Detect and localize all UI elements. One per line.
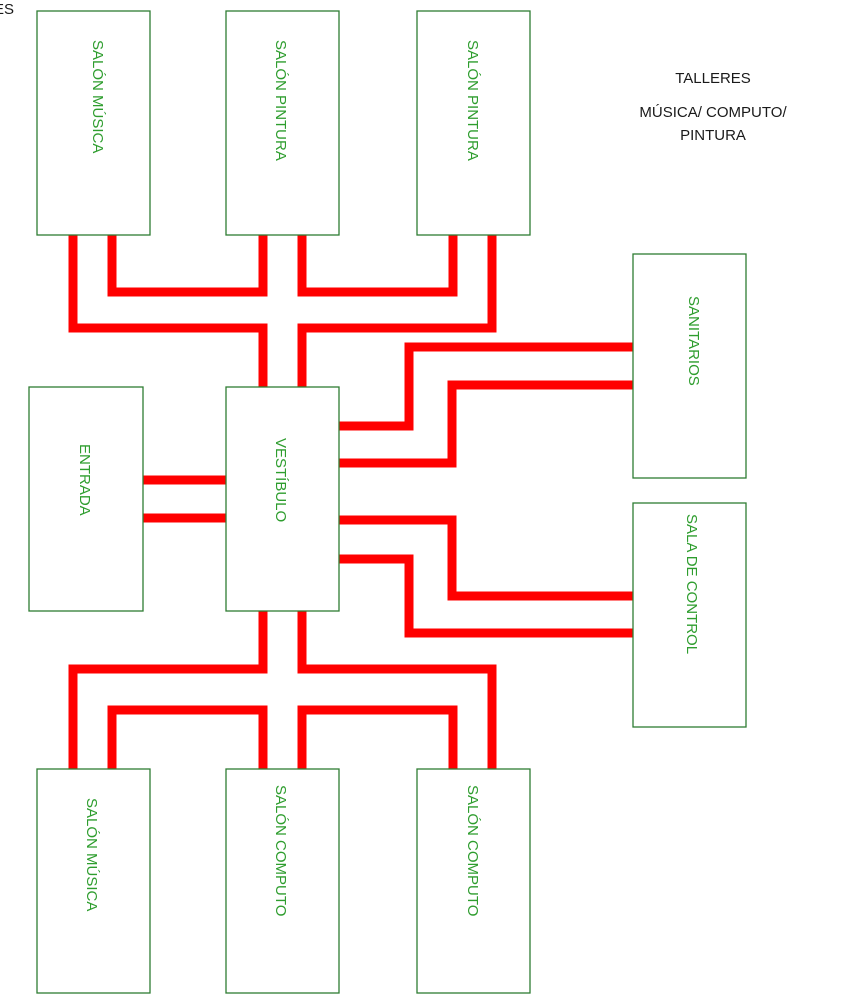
room-entrada: ENTRADA	[28, 386, 144, 612]
room-label: VESTÍBULO	[272, 438, 289, 522]
connection-lines	[68, 233, 636, 772]
connection-pintura-1-pintura-2	[297, 233, 458, 297]
connection-computo-1-computo-2	[297, 705, 458, 772]
connection-vestibulo-salon-musica-top	[68, 233, 268, 388]
connection-vestibulo-sanitarios-1	[337, 342, 636, 431]
room-salon-computo-2: SALÓN COMPUTO	[416, 768, 531, 994]
connection-musica-pintura-1	[107, 233, 268, 297]
room-label: SALÓN PINTURA	[272, 40, 289, 161]
room-salon-musica-top: SALÓN MÚSICA	[36, 10, 151, 236]
connection-vestibulo-salon-pintura-2	[297, 233, 497, 388]
room-label: ENTRADA	[76, 444, 93, 516]
room-salon-pintura-2: SALÓN PINTURA	[416, 10, 531, 236]
title-line-1: TALLERES	[675, 70, 751, 87]
room-label: SALÓN PINTURA	[464, 40, 481, 161]
room-salon-musica-bottom: SALÓN MÚSICA	[36, 768, 151, 994]
room-label: SANITARIOS	[685, 296, 702, 386]
corner-text: ES	[0, 1, 14, 18]
connection-musica-computo-1	[107, 705, 268, 772]
room-salon-computo-1: SALÓN COMPUTO	[225, 768, 340, 994]
title-line-2: MÚSICA/ COMPUTO/	[639, 104, 787, 121]
room-label: SALÓN MÚSICA	[89, 40, 106, 153]
room-salon-pintura-1: SALÓN PINTURA	[225, 10, 340, 236]
room-sanitarios: SANITARIOS	[632, 253, 747, 479]
connection-vestibulo-control-1	[337, 515, 636, 601]
connection-vestibulo-sanitarios-2	[337, 380, 636, 468]
room-vestibulo: VESTÍBULO	[225, 386, 340, 612]
room-sala-de-control: SALA DE CONTROL	[632, 502, 747, 728]
room-label: SALÓN MÚSICA	[83, 798, 100, 911]
connection-vestibulo-salon-musica-bottom	[68, 610, 268, 772]
connection-vestibulo-salon-computo-2	[297, 610, 497, 772]
connection-vestibulo-control-2	[337, 554, 636, 638]
room-label: SALÓN COMPUTO	[272, 785, 289, 916]
title-line-3: PINTURA	[680, 127, 746, 144]
room-label: SALA DE CONTROL	[683, 514, 700, 654]
room-label: SALÓN COMPUTO	[464, 785, 481, 916]
